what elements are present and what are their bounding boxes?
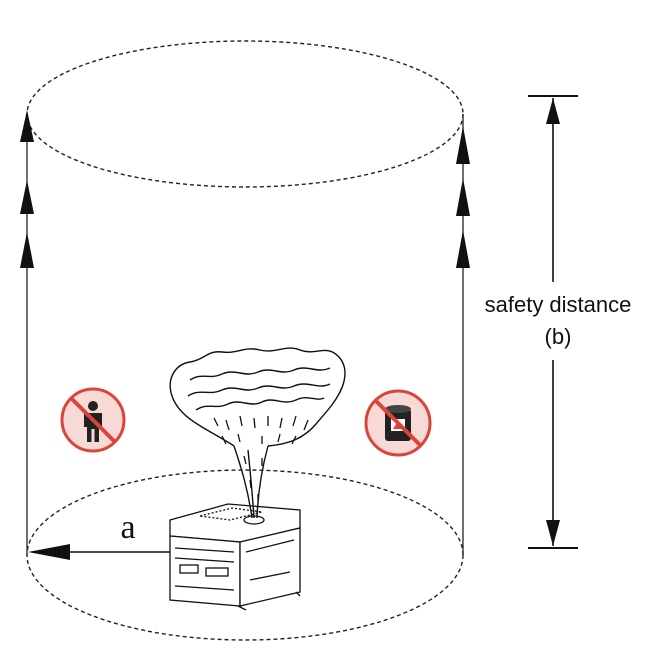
no-flammable-container-icon [364,389,432,457]
no-person-icon [60,387,126,453]
cylinder-top-ellipse [26,40,464,188]
left-wall-arrows [20,110,34,268]
height-dimension [528,95,578,549]
radius-label: a [120,509,135,546]
right-wall-arrows [456,126,470,268]
spray-sparks [213,415,309,502]
height-label-line1: safety distance [485,292,632,317]
fountain-spray [169,347,346,519]
firework-device [169,503,301,611]
radius-arrow [28,544,180,560]
height-label-line2: (b) [545,324,572,349]
